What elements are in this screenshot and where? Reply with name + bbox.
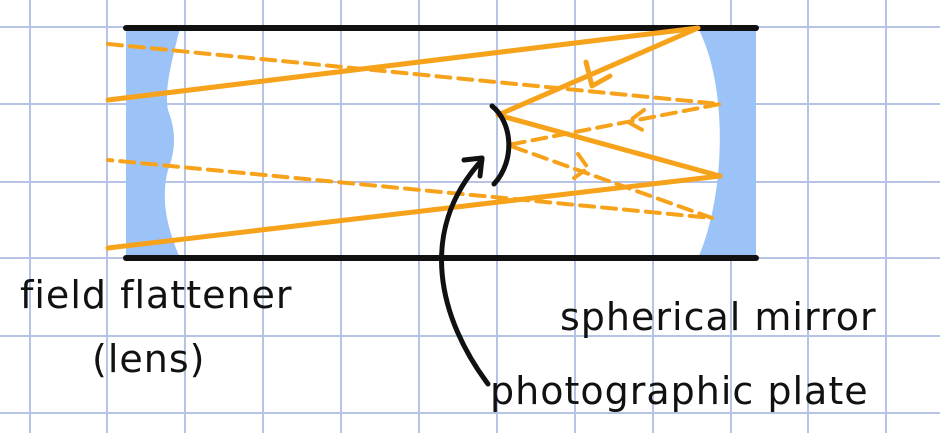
plate-pointer-arrow [439,157,491,387]
lens-label: (lens) [92,337,206,381]
dashed-light-rays [106,42,722,220]
photographic-plate [489,103,512,187]
field-flattener-label: field flattener [20,273,293,317]
spherical-mirror-label: spherical mirror [560,295,877,339]
field-flattener-lens [126,28,180,258]
photographic-plate-label: photographic plate [490,369,869,413]
plate-pointer-arrowhead [461,155,485,179]
spherical-mirror [698,28,756,258]
solid-light-rays [105,25,723,251]
